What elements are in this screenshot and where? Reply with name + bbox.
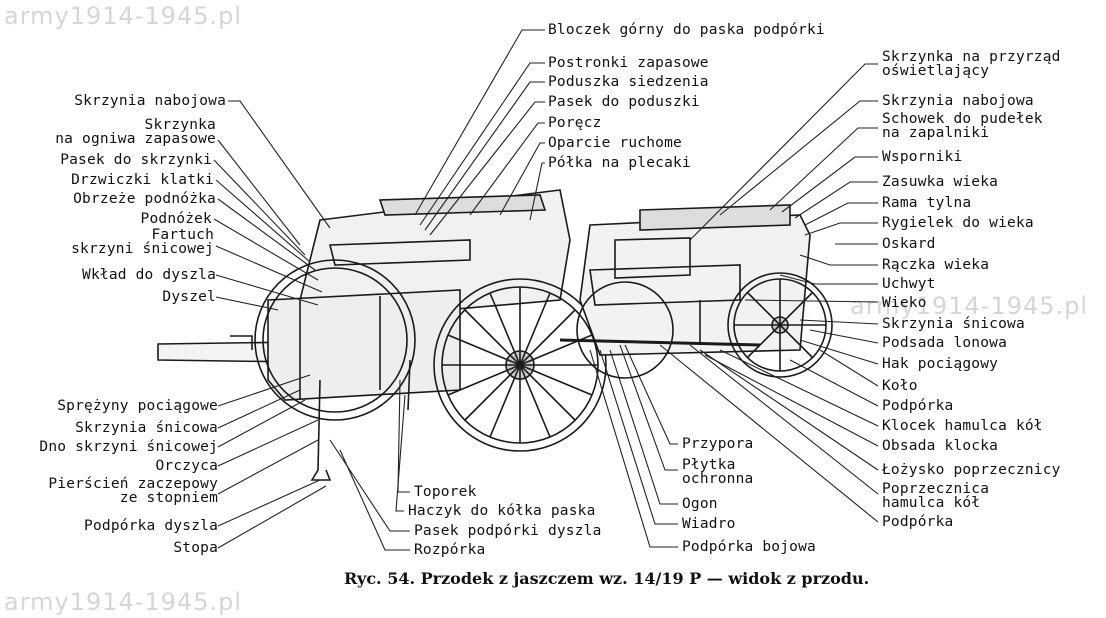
label-toporek: Toporek	[414, 484, 477, 500]
label-hak-pociagowy: Hak pociągowy	[882, 356, 999, 372]
label-poprzecznica-hamulca: Poprzecznica hamulca kół	[882, 481, 990, 511]
label-podporka-right-2: Podpórka	[882, 514, 954, 530]
label-stopa: Stopa	[173, 540, 218, 556]
watermark-bottom: army1914-1945.pl	[4, 588, 243, 616]
label-skrzynka-na-ogniwa: Skrzynka na ogniwa zapasowe	[55, 117, 216, 147]
label-wieko: Wieko	[882, 295, 927, 311]
label-postronki-zapasowe: Postronki zapasowe	[548, 55, 709, 71]
label-porecz: Poręcz	[548, 115, 602, 131]
label-podporka-bojowa: Podpórka bojowa	[682, 539, 816, 555]
label-rygielek-do-wieka: Rygielek do wieka	[882, 215, 1034, 231]
label-rama-tylna: Rama tylna	[882, 195, 972, 211]
label-dyszel: Dyszel	[162, 289, 216, 305]
figure-caption: Ryc. 54. Przodek z jaszczem wz. 14/19 P …	[344, 569, 870, 588]
label-podporka-right-1: Podpórka	[882, 398, 954, 414]
label-kolo: Koło	[882, 378, 918, 394]
label-podsada-lonowa: Podsada lonowa	[882, 335, 1008, 351]
label-raczka-wieka: Rączka wieka	[882, 257, 990, 273]
watermark-top: army1914-1945.pl	[4, 2, 243, 30]
label-uchwyt: Uchwyt	[882, 276, 936, 292]
label-wklad-do-dyszla: Wkład do dyszla	[82, 267, 216, 283]
label-klocek-hamulca: Klocek hamulca kół	[882, 418, 1043, 434]
watermark-middle: army1914-1945.pl	[850, 292, 1089, 320]
label-skrzynia-nabojowa-right: Skrzynia nabojowa	[882, 93, 1034, 109]
label-polka-na-plecaki: Półka na plecaki	[548, 155, 691, 171]
label-ogon: Ogon	[682, 496, 718, 512]
label-dno-skrzyni-snicowej: Dno skrzyni śnicowej	[39, 439, 218, 455]
label-skrzynia-snicowa-left: Skrzynia śnicowa	[75, 420, 218, 436]
label-fartuch-skrzyni: Fartuch skrzyni śnicowej	[71, 227, 214, 257]
label-skrzynia-nabojowa-left: Skrzynia nabojowa	[74, 93, 226, 109]
label-oparcie-ruchome: Oparcie ruchome	[548, 135, 682, 151]
label-pasek-podporki-dyszla: Pasek podpórki dyszla	[414, 523, 602, 539]
label-haczyk-do-kolka: Haczyk do kółka paska	[408, 503, 596, 519]
label-pasek-do-skrzynki: Pasek do skrzynki	[60, 152, 212, 168]
label-schowek-do-pudelek: Schowek do pudełek na zapalniki	[882, 111, 1043, 141]
label-skrzynia-snicowa-right: Skrzynia śnicowa	[882, 316, 1025, 332]
label-oskard: Oskard	[882, 236, 936, 252]
label-podporka-dyszla: Podpórka dyszla	[84, 518, 218, 534]
label-wsporniki: Wsporniki	[882, 149, 963, 165]
label-wiadro: Wiadro	[682, 516, 736, 532]
label-poduszka-siedzenia: Poduszka siedzenia	[548, 74, 709, 90]
label-rozporka: Rozpórka	[414, 542, 486, 558]
label-pasek-do-poduszki: Pasek do poduszki	[548, 94, 700, 110]
label-orczyca: Orczyca	[155, 458, 218, 474]
label-przypora: Przypora	[682, 436, 754, 452]
label-skrzynka-na-przyrzad: Skrzynka na przyrząd oświetlający	[882, 49, 1061, 79]
label-pierscien-zaczepowy: Pierścień zaczepowy ze stopniem	[48, 476, 218, 506]
label-plytka-ochronna: Płytka ochronna	[682, 457, 754, 487]
label-obrzeze-podnozka: Obrzeże podnóżka	[73, 191, 216, 207]
label-drzwiczki-klatki: Drzwiczki klatki	[71, 172, 214, 188]
label-bloczek-gorny: Bloczek górny do paska podpórki	[548, 22, 825, 38]
label-zasuwka-wieka: Zasuwka wieka	[882, 174, 999, 190]
label-obsada-klocka: Obsada klocka	[882, 438, 999, 454]
label-podnozek: Podnóżek	[140, 211, 212, 227]
label-sprezyny-pociagowe: Sprężyny pociągowe	[57, 398, 218, 414]
label-lozysko-poprzecznicy: Łożysko poprzecznicy	[882, 462, 1061, 478]
